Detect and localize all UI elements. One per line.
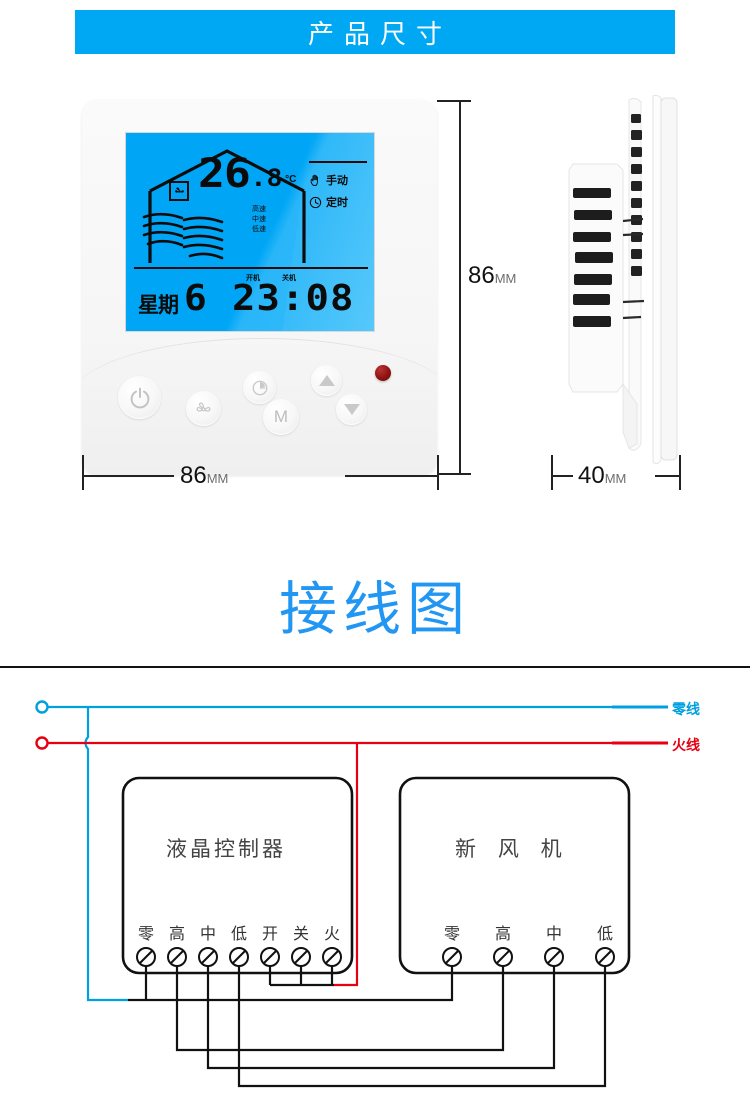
width-dim-line-left — [82, 475, 174, 477]
power-icon — [130, 387, 149, 408]
height-dim-number: 86 — [468, 262, 495, 289]
width-dim-line-right — [345, 475, 438, 477]
width-dimension-label: 86MM — [180, 462, 228, 490]
height-dim-tick-bottom — [437, 473, 471, 475]
clock-icon — [309, 196, 322, 209]
depth-dim-line-right — [655, 475, 680, 477]
speed-low: 低速 — [252, 226, 266, 233]
fan-unit-box-label: 新 风 机 — [455, 838, 570, 861]
depth-dim-number: 40 — [578, 462, 605, 489]
height-dim-unit: MM — [494, 271, 517, 286]
lcd-screen: 26 .8 °C — [125, 132, 375, 332]
wiring-diagram-graphic — [0, 666, 750, 1088]
depth-dim-tick-right — [679, 455, 681, 490]
live-wire-legend: 火线 — [672, 737, 700, 753]
height-dim-line — [459, 100, 461, 475]
controller-terminal-label-1: 高 — [168, 926, 185, 943]
banner-title: 产品尺寸 — [307, 18, 452, 49]
fan-icon — [169, 181, 189, 201]
controller-box-label: 液晶控制器 — [166, 838, 286, 861]
thermostat-side-view — [545, 92, 685, 477]
clock-button[interactable] — [243, 371, 276, 404]
height-dim-tick-top — [437, 100, 471, 102]
height-dimension-label: 86MM — [468, 262, 516, 290]
wiring-diagram-section: 零线 火线 液晶控制器 新 风 机 零 高 中 低 开 关 火 零 高 中 低 — [0, 655, 750, 1106]
controller-terminal-label-4: 开 — [261, 926, 278, 943]
depth-dim-tick-left — [551, 455, 553, 490]
power-button[interactable] — [118, 376, 161, 419]
airflow-waves-right-icon — [182, 215, 224, 261]
depth-dim-line-left — [551, 475, 573, 477]
status-led — [375, 365, 391, 381]
mode-manual: 手动 — [309, 172, 371, 188]
temperature-integer: 26 — [198, 151, 251, 197]
front-face-curve — [82, 338, 437, 398]
thermostat-front-body: 26 .8 °C — [82, 100, 437, 475]
power-off-label: 关机 — [282, 275, 296, 282]
controller-terminal-label-2: 中 — [199, 926, 216, 943]
clock-value: 23:08 — [232, 278, 355, 319]
power-on-label: 开机 — [246, 275, 260, 282]
weekday-value: 6 — [184, 278, 207, 319]
width-dim-number: 86 — [180, 462, 207, 489]
temperature-unit: °C — [285, 174, 297, 185]
speed-medium: 中速 — [252, 216, 266, 223]
airflow-waves-left-icon — [142, 211, 184, 255]
mode-panel-divider — [309, 161, 367, 163]
width-dim-unit: MM — [206, 471, 229, 486]
wiring-diagram-title: 接线图 — [278, 577, 471, 642]
temperature-display: 26 .8 °C — [198, 151, 297, 197]
thermostat-front-view: 26 .8 °C — [82, 100, 437, 475]
mode-manual-label: 手动 — [326, 175, 348, 187]
triangle-up-icon — [318, 375, 335, 386]
mode-timer-label: 定时 — [326, 197, 348, 209]
mode-timer: 定时 — [309, 194, 371, 210]
depth-dim-unit: MM — [604, 471, 627, 486]
fan-terminal-label-2: 中 — [545, 926, 562, 943]
down-button[interactable] — [336, 394, 367, 425]
width-dim-tick-left — [82, 455, 84, 490]
speed-high: 高速 — [252, 206, 266, 213]
controller-terminal-label-5: 关 — [292, 926, 309, 943]
house-outline-icon — [146, 145, 308, 263]
lcd-horizontal-divider — [134, 267, 368, 269]
mode-panel: 手动 定时 — [309, 161, 371, 216]
mode-button[interactable]: M — [263, 399, 299, 435]
neutral-wire-legend: 零线 — [672, 701, 700, 717]
fan-terminal-label-3: 低 — [596, 926, 613, 943]
fan-speed-indicators: 高速 中速 低速 — [252, 205, 266, 235]
fan-terminal-label-1: 高 — [494, 926, 511, 943]
product-dimensions-banner: 产品尺寸 — [75, 10, 675, 54]
mode-button-label: M — [273, 407, 289, 426]
clock-sublabels: 开机 关机 — [246, 273, 366, 283]
fan-terminal-label-0: 零 — [443, 926, 460, 943]
datetime-display: 星期 6 开机 关机 23:08 — [136, 275, 368, 325]
depth-dimension-label: 40MM — [578, 462, 626, 490]
temperature-decimal: .8 — [250, 164, 283, 192]
width-dim-tick-right — [437, 455, 439, 490]
controller-terminal-label-0: 零 — [137, 926, 154, 943]
hand-icon — [309, 174, 322, 187]
triangle-down-icon — [343, 404, 360, 415]
controller-terminal-label-6: 火 — [323, 926, 340, 943]
fan-blade-icon — [196, 402, 211, 412]
controller-terminal-label-3: 低 — [230, 926, 247, 943]
up-button[interactable] — [311, 365, 342, 396]
fan-button[interactable] — [186, 391, 221, 426]
weekday-label: 星期 — [138, 294, 179, 317]
clock-icon — [252, 380, 267, 395]
product-dimensions-section: 26 .8 °C — [0, 70, 750, 520]
